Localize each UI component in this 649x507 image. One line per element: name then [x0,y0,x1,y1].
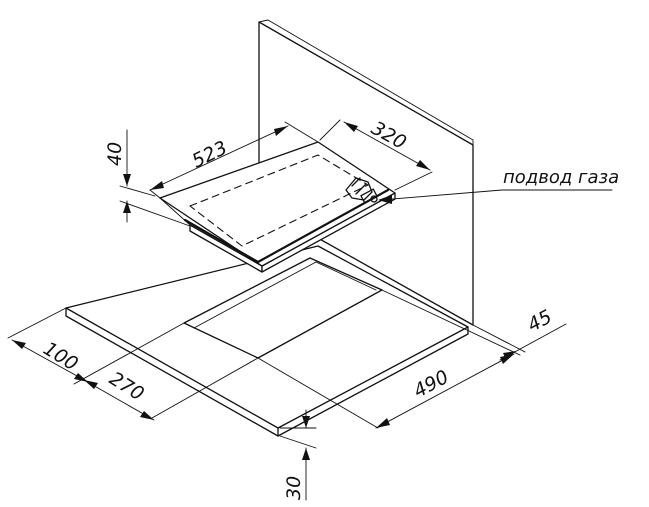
hob [159,141,396,273]
dim-hob-height: 40 [104,129,191,227]
gas-connector-icon [345,177,378,204]
gas-inlet-label: подвод газа [503,167,619,188]
gas-inlet-callout: подвод газа [378,167,619,204]
dim-label-270: 270 [105,368,147,406]
dim-label-523: 523 [189,137,231,173]
dim-label-40: 40 [104,142,126,166]
dim-label-30: 30 [283,476,305,500]
dim-front-offset: 100 [7,307,89,383]
dim-label-490: 490 [410,366,452,402]
worktop [65,245,469,437]
dim-back-offset: 45 [472,306,567,361]
dim-worktop-thickness: 30 [279,409,317,501]
dim-label-100: 100 [39,338,81,376]
